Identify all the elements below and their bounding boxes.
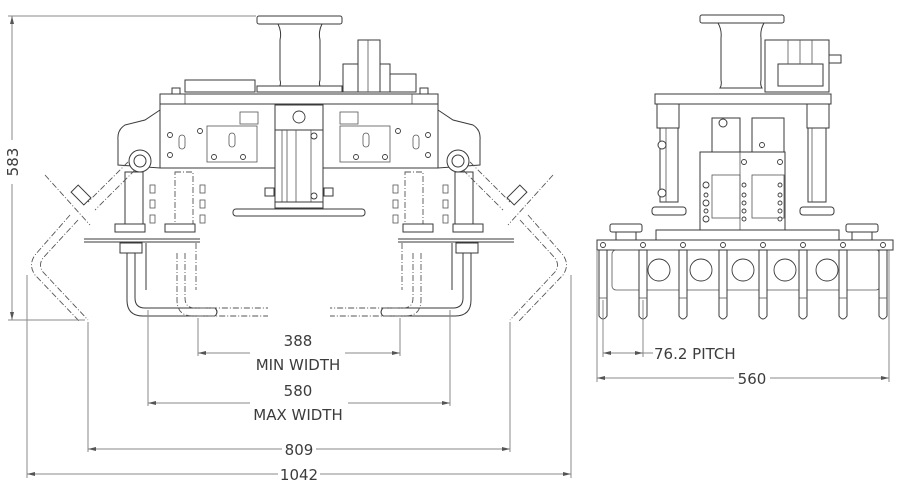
screw-icon [680,242,686,248]
suction-cup [647,258,671,282]
right-swing-finger [462,161,567,323]
pivot-left [128,149,152,173]
finger [878,242,888,320]
mounting-post [256,15,343,93]
finger [678,242,688,320]
finger [798,242,808,320]
dimension-side-width: 560 [596,250,890,388]
dimensions: 583 388 MIN WIDTH 580 MAX WIDTH [2,15,890,484]
right-fingers [330,171,514,317]
dimension-side-width-value: 560 [738,370,767,388]
front-view [31,15,567,323]
side-view [596,14,894,320]
dimension-height-value: 583 [4,148,22,177]
dimension-min-width-value: 388 [284,332,313,350]
dimension-pitch: 76.2 PITCH [602,300,736,363]
valve-block [342,39,417,93]
dimension-max-width-value: 580 [284,382,313,400]
dimension-809: 809 [87,322,511,459]
suction-cup [773,258,797,282]
dimension-pitch-value: 76.2 PITCH [654,345,736,363]
screw-icon [760,242,766,248]
dimension-max-width: 580 MAX WIDTH [147,310,451,424]
central-cylinder [232,104,366,217]
dimension-min-width-label: MIN WIDTH [256,356,341,374]
screw-icon [640,242,646,248]
dimension-overall-width-value: 1042 [280,466,318,484]
dimension-min-width: 388 MIN WIDTH [197,318,401,374]
suction-cup [815,258,839,282]
finger [758,242,768,320]
suction-cups [647,258,839,282]
left-fingers [84,171,268,317]
finger [838,242,848,320]
dimension-height: 583 [2,15,256,321]
screw-icon [880,242,886,248]
suction-cup [731,258,755,282]
left-swing-finger [31,161,136,323]
pivot-right [446,149,470,173]
suction-cup [689,258,713,282]
finger [718,242,728,320]
screw-icon [600,242,606,248]
dimension-809-value: 809 [285,441,314,459]
dimension-max-width-label: MAX WIDTH [253,406,343,424]
fingers [598,242,888,320]
screw-icon [720,242,726,248]
top-plate [159,79,439,105]
screw-icon [840,242,846,248]
dimension-overall-width: 1042 [26,275,572,484]
screw-icon [800,242,806,248]
